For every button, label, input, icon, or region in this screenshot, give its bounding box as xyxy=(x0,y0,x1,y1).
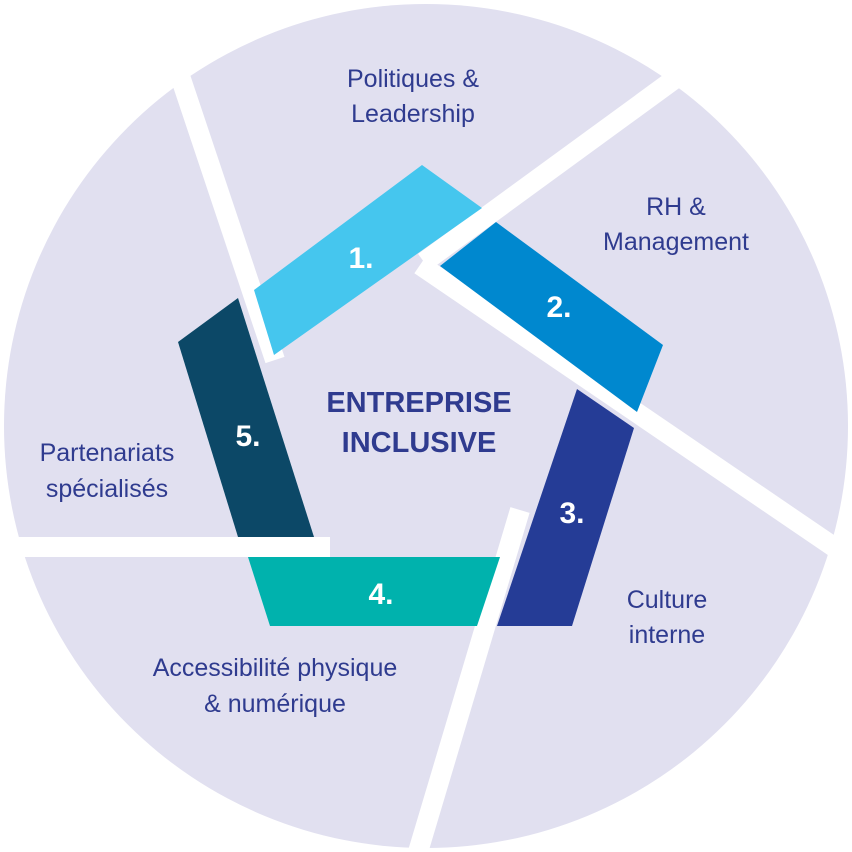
segment-5-title-line2: spécialisés xyxy=(46,475,168,503)
segment-3-title-line1: Culture xyxy=(627,586,708,614)
segment-1-title-line1: Politiques & xyxy=(347,65,479,93)
segment-4-title-line1: Accessibilité physique xyxy=(153,654,398,682)
segment-2-title-line2: Management xyxy=(603,228,749,256)
separator-bottom xyxy=(408,507,530,852)
sector-separators xyxy=(0,66,852,852)
center-title-line1: ENTREPRISE xyxy=(326,387,511,419)
segment-2-title-line1: RH & xyxy=(646,193,706,221)
segment-5-title-line1: Partenariats xyxy=(40,439,175,467)
segment-5-band[interactable] xyxy=(178,298,314,537)
segment-2-number: 2. xyxy=(546,291,571,324)
segment-3-number: 3. xyxy=(559,497,584,530)
segment-3-band[interactable] xyxy=(497,389,634,626)
segment-1-title-line2: Leadership xyxy=(351,100,475,128)
separator-top-left xyxy=(168,66,285,364)
segment-3-title-line2: interne xyxy=(629,621,705,649)
segment-4-band[interactable] xyxy=(248,557,500,626)
segment-4-number: 4. xyxy=(368,578,393,611)
segment-2-band[interactable] xyxy=(440,222,663,412)
separator-top-right xyxy=(418,69,682,271)
segment-4-title-line2: & numérique xyxy=(204,690,346,718)
separator-right xyxy=(414,256,852,567)
outer-circle xyxy=(4,4,848,848)
segment-1-band[interactable] xyxy=(254,165,482,355)
segment-5-number: 5. xyxy=(235,420,260,453)
center-title-line2: INCLUSIVE xyxy=(342,427,497,459)
segment-1-number: 1. xyxy=(348,242,373,275)
